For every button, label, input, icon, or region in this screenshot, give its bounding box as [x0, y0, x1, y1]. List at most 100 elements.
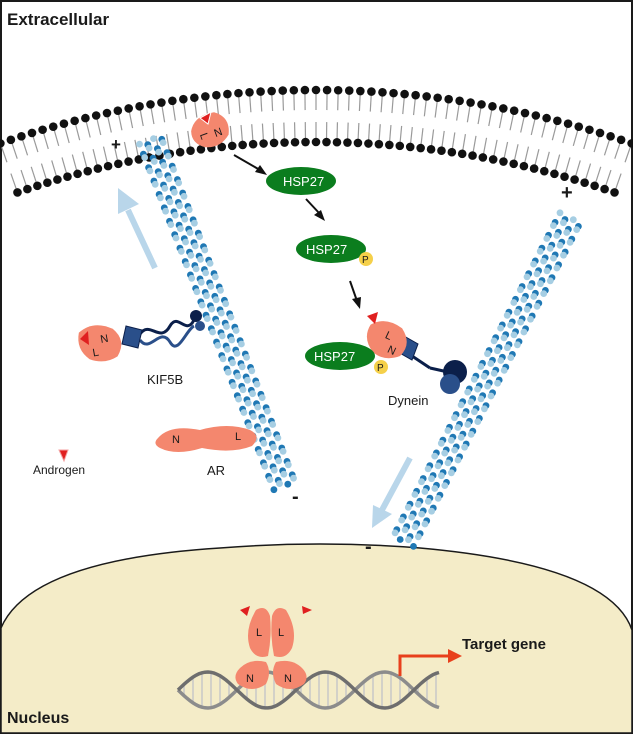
tubulin-dimer [503, 311, 511, 319]
lipid-head [378, 88, 387, 97]
tubulin-dimer [222, 300, 230, 308]
tubulin-dimer [444, 459, 452, 467]
svg-text:N: N [246, 673, 254, 685]
tubulin-dimer [497, 357, 505, 364]
tubulin-dimer [264, 407, 271, 415]
tubulin-dimer [228, 336, 236, 344]
tubulin-dimer [540, 257, 547, 265]
androgen-label: Androgen [33, 463, 85, 477]
tubulin-dimer [543, 235, 551, 242]
tubulin-dimer [183, 261, 190, 269]
tubulin-dimer [255, 426, 263, 434]
lipid-head [53, 175, 62, 184]
tubulin-dimer [182, 238, 190, 246]
tubulin-dimer [186, 229, 194, 237]
tubulin-dimer [191, 242, 199, 250]
tubulin-dimer [155, 148, 163, 156]
nucleus-body [0, 543, 633, 734]
tubulin-dimer [191, 219, 198, 227]
tubulin-dimer [197, 256, 204, 263]
tubulin-dimer [428, 475, 435, 483]
lipid-head [113, 106, 123, 115]
tubulin-dimer [566, 239, 574, 246]
lipid-head [23, 184, 32, 194]
lipid-head [248, 139, 258, 149]
tubulin-dimer [214, 342, 222, 349]
lipid-head [531, 111, 541, 120]
tubulin-dimer [197, 278, 205, 286]
dna-strand [176, 670, 440, 710]
tubulin-dimer [546, 277, 554, 285]
extracellular-label: Extracellular [7, 10, 109, 29]
lipid-head [478, 153, 488, 162]
tubulin-dimer [240, 409, 248, 416]
tubulin-dimer [431, 485, 439, 492]
tubulin-dimer [536, 247, 544, 255]
lipid-head [269, 138, 279, 148]
tubulin-dimer [404, 503, 412, 511]
tubulin-dimer [553, 232, 561, 239]
lipid-head [400, 89, 409, 99]
lipid-head [322, 85, 332, 95]
lipid-head [212, 90, 221, 100]
tubulin-dimer [230, 382, 237, 390]
tubulin-dimer [543, 267, 551, 275]
lipid-head [83, 166, 93, 176]
lipid-head [585, 125, 594, 135]
tubulin-dimer [467, 398, 475, 406]
pathway-arrow-3 [349, 280, 361, 309]
tubulin-dimer [550, 222, 557, 230]
plasma-membrane [0, 85, 633, 197]
tubulin-dimer [500, 367, 508, 374]
tubulin-dimer [244, 399, 252, 407]
lipid-head [550, 169, 559, 179]
lipid-head [179, 94, 188, 104]
tubulin-dimer [270, 466, 278, 474]
lipid-head [353, 138, 363, 148]
tubulin-dimer [233, 350, 241, 357]
tubulin-dimer [213, 319, 221, 326]
lipid-head [519, 161, 529, 171]
lipid-head [280, 138, 289, 147]
tubulin-dimer [510, 331, 518, 339]
tubulin-dimer [249, 390, 256, 398]
tubulin-dimer [192, 265, 200, 273]
plus-sign-right: + [561, 182, 573, 204]
lipid-head [201, 92, 210, 101]
tubulin-dimer [275, 457, 283, 465]
tubulin-dimer [217, 286, 224, 294]
lipid-head [600, 184, 609, 194]
lipid-head [405, 142, 415, 152]
tubulin-dimer [500, 334, 508, 342]
lipid-head [196, 145, 206, 154]
tubulin-dimer [471, 408, 478, 416]
lipid-head [81, 113, 90, 123]
lipid-head [411, 90, 420, 100]
dynein-label: Dynein [388, 393, 428, 408]
tubulin-dimer [243, 354, 251, 361]
tubulin-dimer [256, 449, 263, 457]
tubulin-dimer [156, 171, 163, 179]
tubulin-dimer [431, 452, 439, 460]
lipid-head [580, 178, 589, 187]
lipid-head [124, 157, 133, 166]
pathway-arrow-2 [305, 198, 325, 221]
lipid-head [175, 147, 185, 157]
kif5b-coiled-coil [138, 319, 196, 336]
tubulin-dimer [202, 269, 210, 277]
lipid-head [234, 88, 243, 98]
tubulin-dimer [527, 315, 534, 323]
lipid-head [59, 119, 69, 128]
lipid-head [389, 88, 398, 98]
tubulin-dimer [494, 347, 501, 355]
tubulin-dimer [270, 486, 278, 494]
tubulin-dimer [415, 533, 422, 541]
tubulin-dimer [523, 273, 531, 281]
lipid-head [563, 119, 573, 128]
tubulin-dimer [517, 286, 524, 294]
tubulin-dimer [161, 184, 169, 192]
tubulin-dimer [490, 369, 498, 377]
tubulin-dimer [145, 144, 153, 152]
svg-text:L: L [92, 347, 100, 360]
